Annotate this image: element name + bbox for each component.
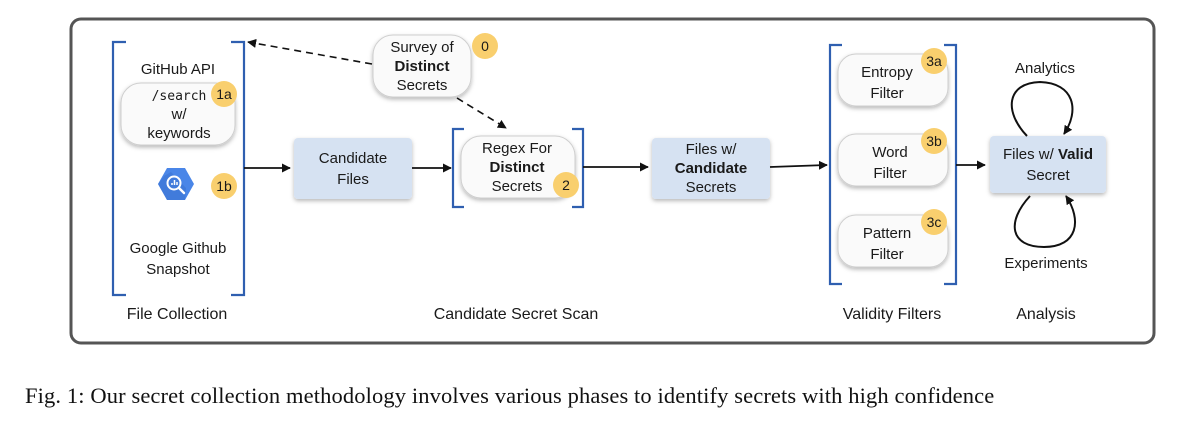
experiments-label: Experiments (1004, 255, 1087, 272)
survey-box: Survey of Distinct Secrets (372, 34, 472, 98)
valid-line1: Files w/ Valid (1003, 146, 1093, 163)
word-filter-box: Word Filter (837, 133, 949, 187)
phase-label-validity-filters: Validity Filters (843, 306, 941, 323)
analytics-label: Analytics (1015, 60, 1075, 77)
svg-text:0: 0 (481, 38, 489, 54)
entropy-filter-box: Entropy Filter (837, 53, 949, 107)
candidate-files-box: Candidate Files (294, 138, 412, 199)
phase-label-candidate-scan: Candidate Secret Scan (434, 306, 599, 323)
survey-line3: Secrets (397, 77, 448, 94)
badge-1a: 1a (211, 81, 237, 107)
badge-3b: 3b (921, 128, 947, 154)
word-line1: Word (872, 144, 908, 161)
badge-0: 0 (472, 33, 498, 59)
files-candidate-line1: Files w/ (686, 141, 738, 158)
svg-text:2: 2 (562, 177, 570, 193)
experiments-loop-arrow (1013, 195, 1076, 249)
survey-line2: Distinct (394, 58, 449, 75)
files-candidate-line2: Candidate (675, 160, 748, 177)
regex-line1: Regex For (482, 140, 552, 157)
google-snapshot-line1: Google Github (130, 240, 227, 257)
entropy-line1: Entropy (861, 64, 913, 81)
candidate-files-line2: Files (337, 171, 369, 188)
survey-line1: Survey of (390, 39, 454, 56)
pattern-line1: Pattern (863, 225, 911, 242)
regex-bracket (451, 127, 585, 209)
github-query-line1: /search (152, 89, 207, 104)
entropy-line2: Filter (870, 85, 903, 102)
phase-label-analysis: Analysis (1016, 306, 1076, 323)
svg-text:1b: 1b (216, 178, 232, 194)
badge-3c: 3c (921, 209, 947, 235)
pattern-line2: Filter (870, 246, 903, 263)
github-query-line2: w/ (171, 106, 188, 123)
svg-text:3a: 3a (926, 53, 942, 69)
files-candidate-line3: Secrets (686, 179, 737, 196)
valid-line2: Secret (1026, 167, 1070, 184)
github-api-query-box: /search w/ keywords (120, 82, 236, 146)
phase-label-file-collection: File Collection (127, 306, 227, 323)
candidate-files-line1: Candidate (319, 150, 387, 167)
pattern-filter-box: Pattern Filter (837, 214, 949, 268)
regex-line3: Secrets (492, 178, 543, 195)
svg-text:3b: 3b (926, 133, 942, 149)
github-api-title: GitHub API (141, 61, 215, 78)
files-candidate-box: Files w/ Candidate Secrets (652, 138, 770, 199)
github-query-line3: keywords (147, 125, 210, 142)
bigquery-icon (158, 168, 194, 200)
svg-text:3c: 3c (927, 214, 942, 230)
badge-1b: 1b (211, 173, 237, 199)
badge-3a: 3a (921, 48, 947, 74)
word-line2: Filter (873, 165, 906, 182)
google-snapshot-line2: Snapshot (146, 261, 210, 278)
survey-to-regex-arrow (456, 97, 507, 129)
survey-to-file-collection-arrow (247, 38, 373, 65)
valid-secret-box: Files w/ Valid Secret (990, 136, 1106, 193)
svg-text:1a: 1a (216, 86, 232, 102)
badge-2: 2 (553, 172, 579, 198)
regex-box: Regex For Distinct Secrets (460, 135, 576, 199)
files-candidate-to-filters-arrow (769, 160, 828, 170)
figure-caption: Fig. 1: Our secret collection methodolog… (25, 383, 995, 408)
regex-line2: Distinct (489, 159, 544, 176)
analytics-loop-arrow (1010, 80, 1074, 137)
